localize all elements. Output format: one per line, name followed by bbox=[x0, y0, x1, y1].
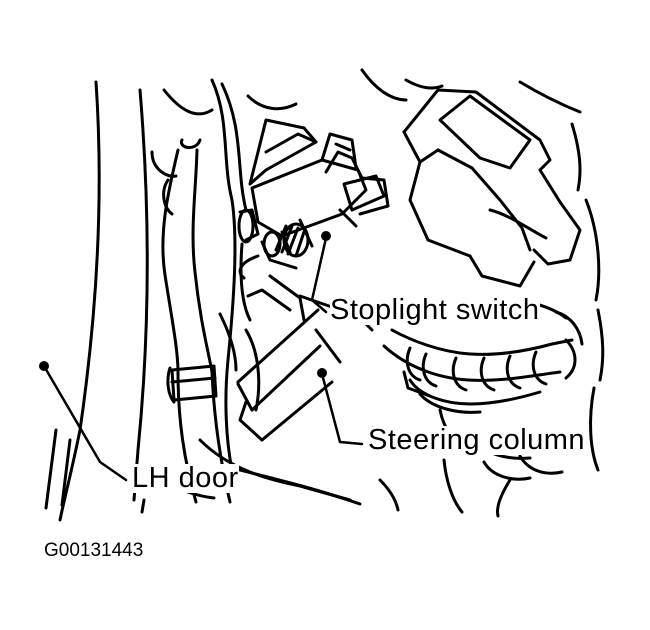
lh-door-dot bbox=[39, 361, 49, 371]
steering-column-shaft bbox=[382, 298, 584, 518]
steering-column-leader bbox=[320, 372, 364, 446]
steering-column-dot bbox=[317, 368, 327, 378]
steering-column-label: Steering column bbox=[368, 424, 586, 456]
stoplight-switch-assembly bbox=[237, 118, 390, 280]
lh-door-label: LH door bbox=[132, 462, 239, 494]
leader-lines bbox=[42, 236, 364, 482]
hose-pipe bbox=[150, 138, 232, 504]
figure-id: G00131443 bbox=[44, 540, 144, 561]
lh-door-leader bbox=[42, 364, 128, 482]
stoplight-switch-dot bbox=[321, 231, 331, 241]
stoplight-switch-label: Stoplight switch bbox=[330, 294, 540, 326]
lh-door-panel bbox=[44, 80, 149, 522]
stoplight-switch-leader bbox=[310, 236, 328, 314]
leader-dots bbox=[39, 231, 331, 378]
steering-column-housing bbox=[360, 68, 605, 472]
pedal-bracket bbox=[218, 242, 374, 442]
dash-wiring bbox=[162, 78, 298, 472]
